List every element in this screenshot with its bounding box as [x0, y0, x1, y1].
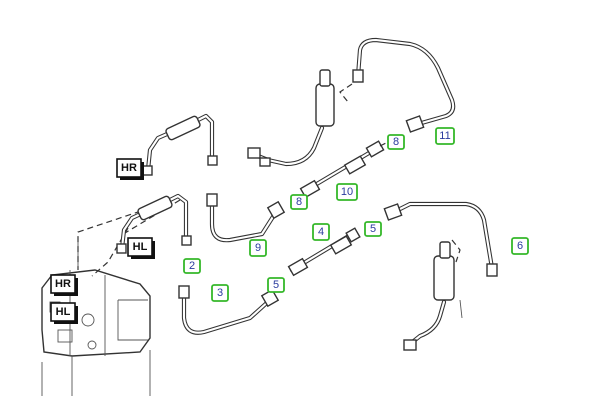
callout-label-3: 3 — [217, 287, 223, 299]
callout-5-upper: 5 — [364, 221, 382, 237]
callout-label-9: 9 — [255, 242, 261, 254]
brake-line-3 — [178, 285, 280, 335]
callout-label-8-upper: 8 — [393, 136, 399, 148]
tag-hr-lower: HR — [50, 274, 78, 296]
callout-8-lower: 8 — [290, 194, 308, 210]
callout-label-11: 11 — [439, 130, 450, 142]
callout-9: 9 — [249, 239, 267, 257]
brake-line-hr-upper — [142, 113, 218, 176]
brake-line-6 — [383, 201, 498, 277]
callout-label-8-lower: 8 — [296, 196, 302, 208]
brake-hose-4 — [287, 227, 361, 277]
tag-hl-lower: HL — [50, 302, 78, 324]
brake-hose-10 — [299, 139, 393, 199]
tag-hl-upper: HL — [127, 237, 155, 259]
callout-4: 4 — [312, 223, 330, 241]
callout-11: 11 — [435, 127, 455, 145]
tag-hl-upper-label: HL — [133, 241, 148, 253]
callout-label-2: 2 — [189, 260, 195, 272]
tag-hr-upper-label: HR — [121, 162, 137, 174]
tag-hl-lower-label: HL — [56, 306, 71, 318]
brake-hose-assembly — [247, 69, 335, 167]
tag-hr-upper: HR — [116, 158, 144, 180]
callout-label-10: 10 — [341, 186, 353, 198]
callout-label-4: 4 — [318, 226, 324, 238]
callout-10: 10 — [336, 183, 358, 201]
callout-8-upper: 8 — [387, 134, 405, 150]
brake-line-9 — [206, 193, 286, 243]
callout-label-5-upper: 5 — [370, 223, 376, 235]
callout-5-lower: 5 — [267, 277, 285, 293]
callout-label-5-lower: 5 — [273, 279, 279, 291]
brake-line-hl-upper — [116, 193, 192, 254]
callout-6: 6 — [511, 237, 529, 255]
callout-2: 2 — [183, 258, 201, 274]
brake-line-11 — [339, 37, 456, 133]
sensor-assembly — [403, 239, 463, 351]
tag-hr-lower-label: HR — [55, 278, 71, 290]
callout-3: 3 — [211, 284, 229, 302]
callout-label-6: 6 — [517, 240, 523, 252]
